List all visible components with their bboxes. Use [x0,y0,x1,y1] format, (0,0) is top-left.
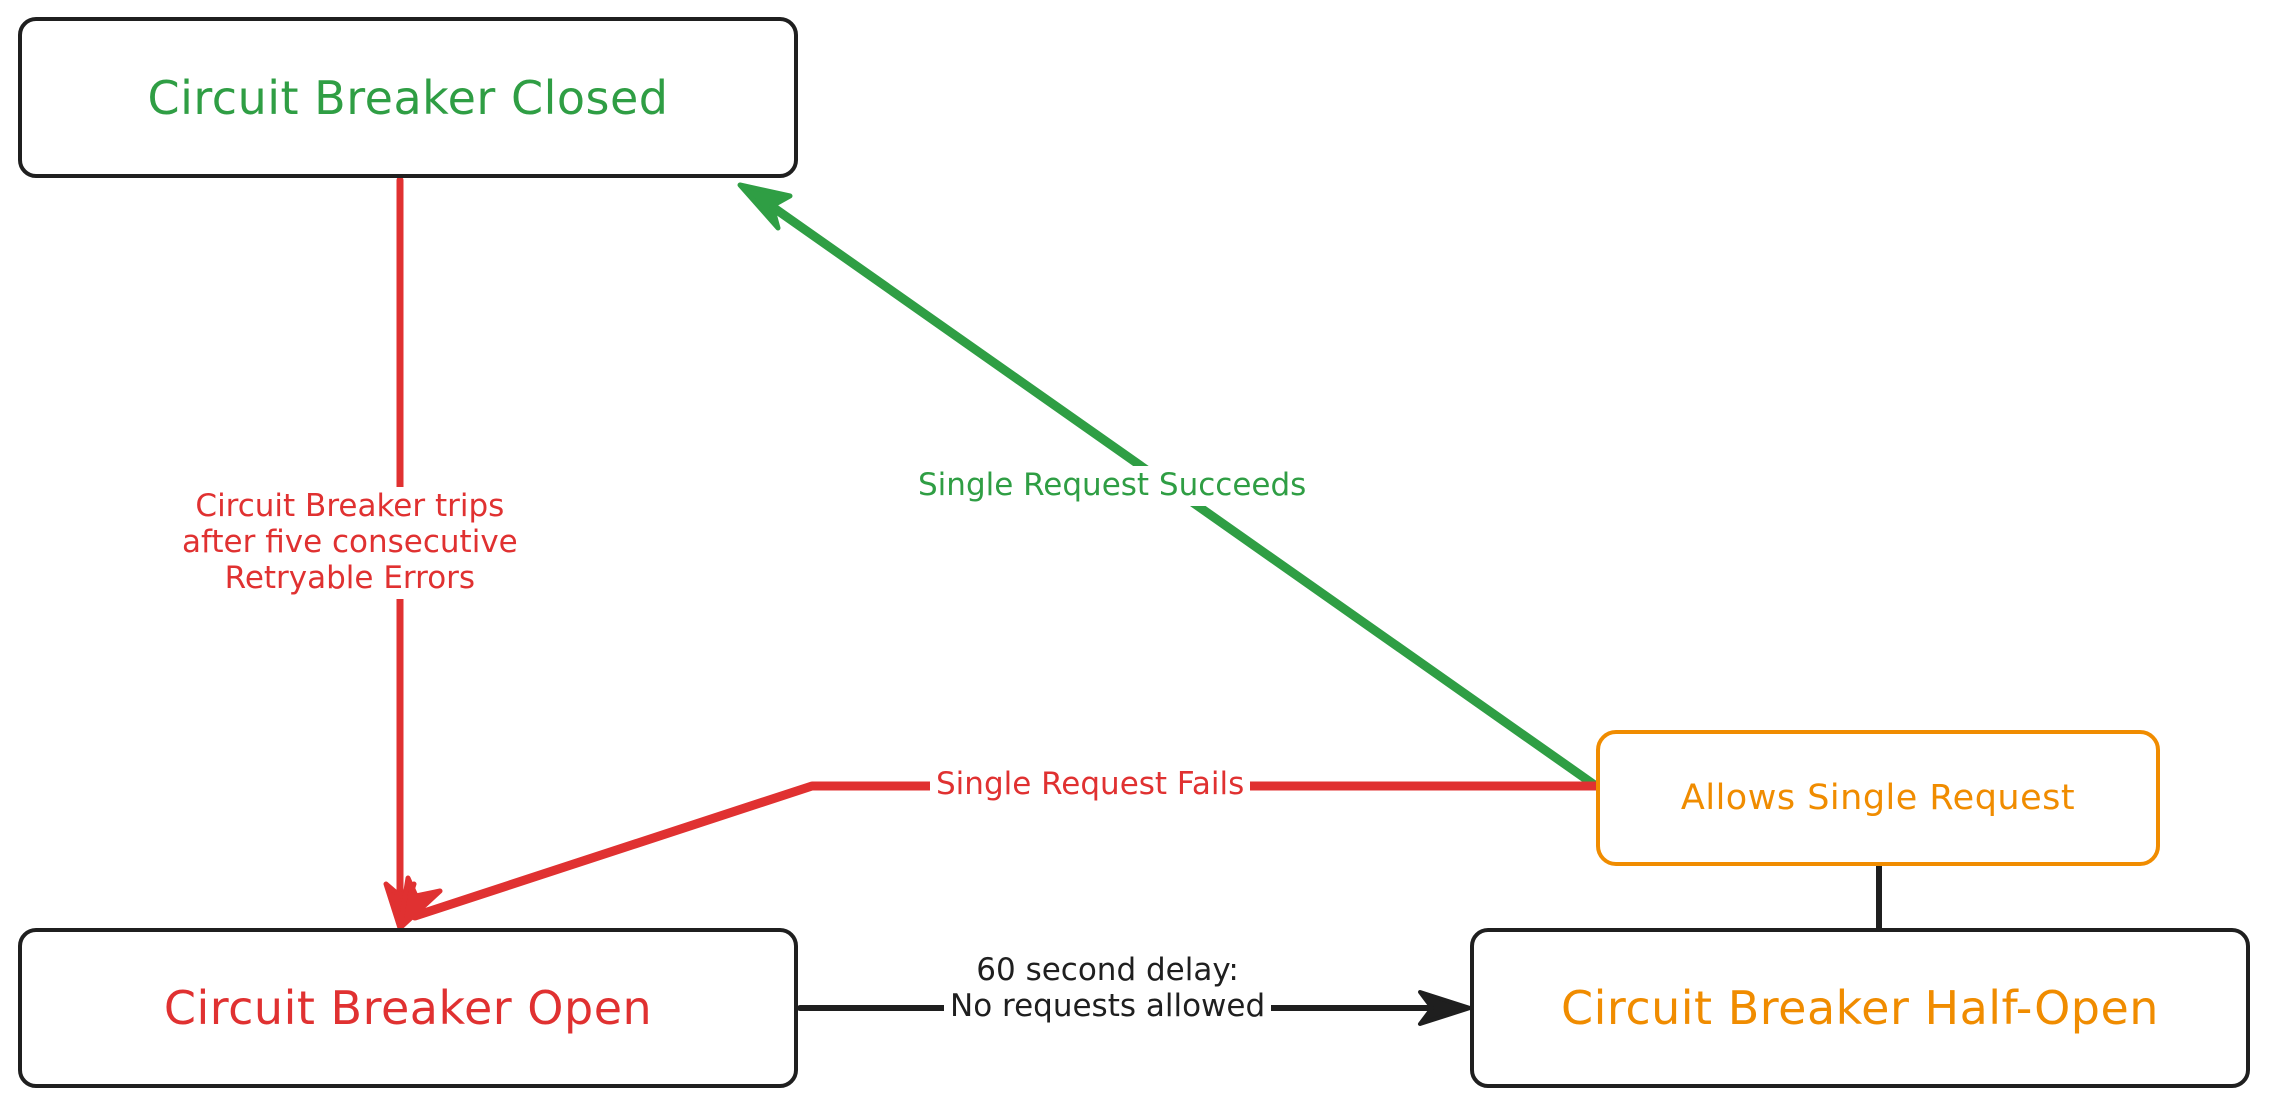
node-circuit-breaker-half-open[interactable]: Circuit Breaker Half-Open [1470,928,2250,1088]
edge-allows-to-open [397,781,1601,931]
edge-label-open-to-halfopen: 60 second delay: No requests allowed [944,951,1272,1027]
node-circuit-breaker-closed-label: Circuit Breaker Closed [147,70,669,125]
edge-label-allows-to-closed: Single Request Succeeds [912,466,1313,506]
node-circuit-breaker-closed[interactable]: Circuit Breaker Closed [18,17,798,178]
edge-label-closed-to-open: Circuit Breaker trips after five consecu… [176,487,524,599]
edge-label-allows-to-open: Single Request Fails [930,765,1251,805]
node-allows-single-request[interactable]: Allows Single Request [1596,730,2160,866]
node-allows-single-request-label: Allows Single Request [1680,777,2076,818]
node-circuit-breaker-open-label: Circuit Breaker Open [163,981,653,1035]
node-circuit-breaker-half-open-label: Circuit Breaker Half-Open [1561,981,2159,1035]
node-circuit-breaker-open[interactable]: Circuit Breaker Open [18,928,798,1088]
